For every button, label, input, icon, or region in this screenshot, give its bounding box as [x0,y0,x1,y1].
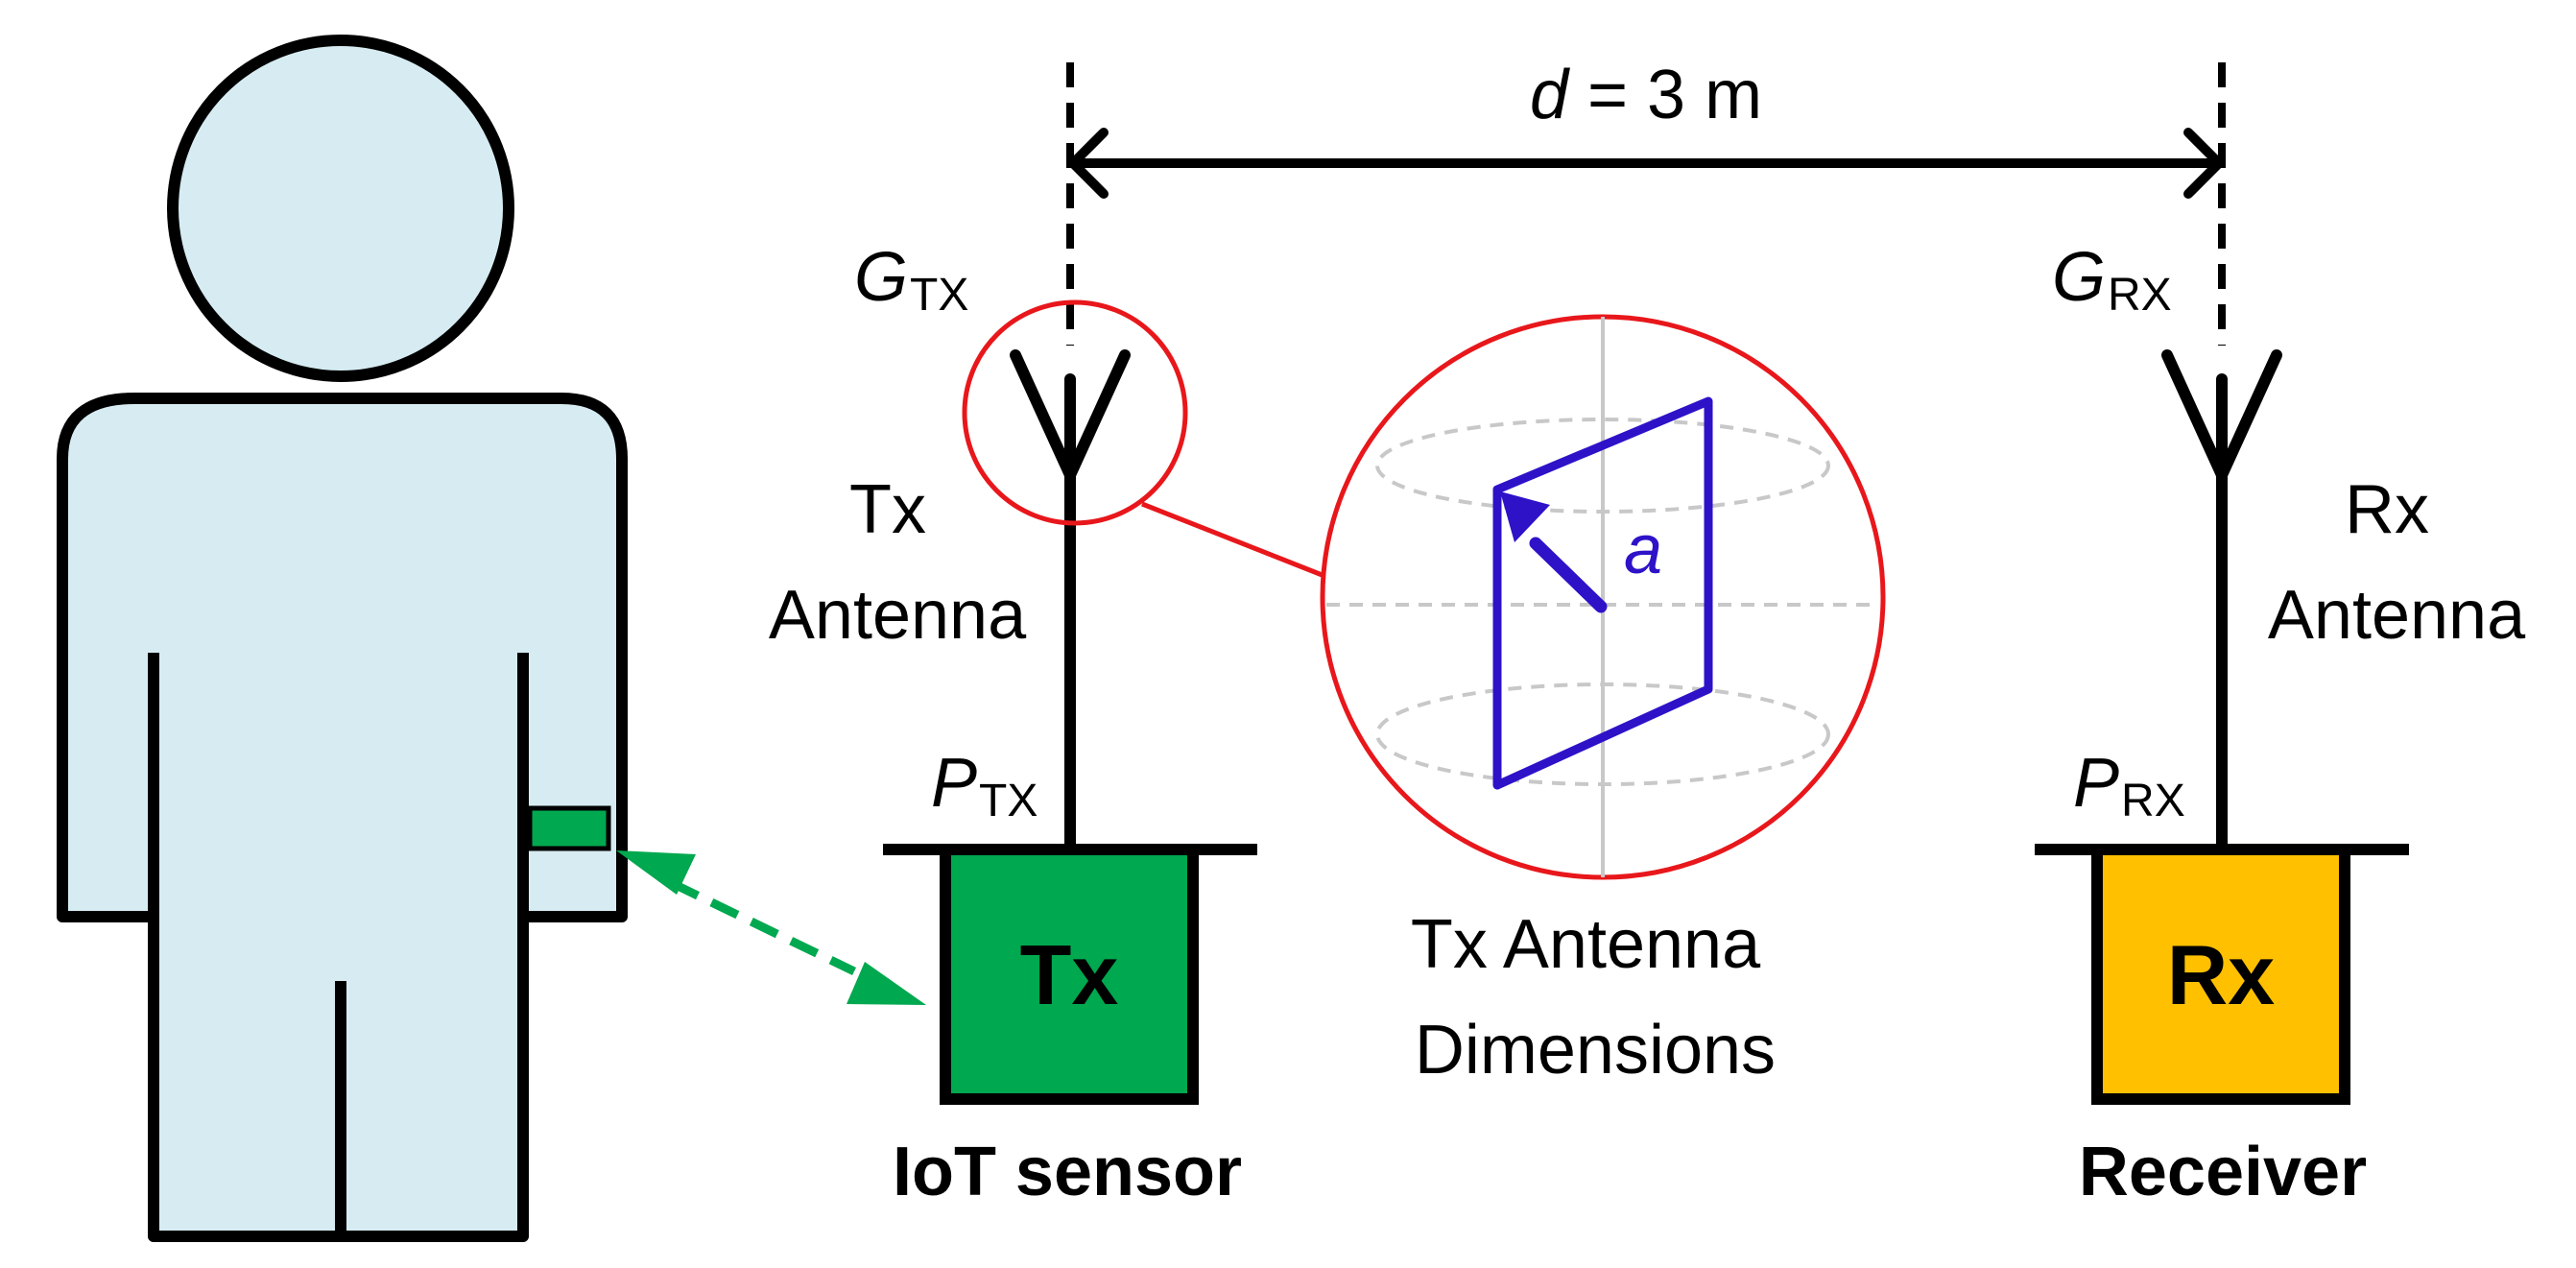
rx-power-label: PRX [2073,745,2185,826]
tx-gain-label: GTX [854,239,968,321]
rx-box-label: Rx [2167,927,2276,1022]
sensor-link-arrow [616,850,926,1005]
antenna-plate-outline [1492,396,1713,790]
tx-device-label: IoT sensor [893,1134,1242,1210]
person-figure [57,35,628,1242]
rx-box [2091,844,2350,1105]
zoom-caption: Tx Antenna Dimensions [1411,906,1779,1089]
tx-antenna-label: Tx Antenna [769,471,1027,654]
rx-antenna-icon [2161,349,2282,855]
person-head [167,35,514,382]
tx-power-label: PTX [931,745,1038,826]
worn-sensor-icon [527,805,611,851]
distance-label: d = 3 m [1530,57,1762,133]
side-length-label: a [1624,512,1662,588]
zoom-connector-line [1141,501,1325,579]
distance-arrow [1065,128,2227,199]
side-length-arrowhead [1500,491,1550,542]
tx-box [940,844,1199,1105]
rx-gain-label: GRX [2052,239,2172,321]
tx-antenna-icon [1010,349,1131,855]
rx-antenna-label: Rx Antenna [2268,471,2526,654]
antenna-dimension-zoom: a [1320,314,1886,880]
tx-box-label: Tx [1020,927,1119,1022]
tx-antenna-highlight-circle [962,299,1188,526]
side-length-arrow [1529,537,1608,613]
rx-device-label: Receiver [2079,1134,2367,1210]
